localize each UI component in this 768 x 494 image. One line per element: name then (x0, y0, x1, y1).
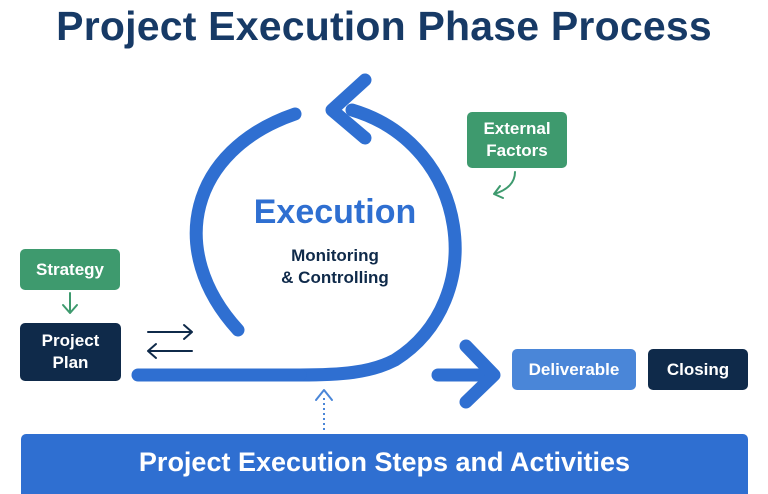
steps-banner: Project Execution Steps and Activities (21, 434, 748, 494)
deliverable-label: Deliverable (528, 359, 620, 379)
monitoring-line-2: & Controlling (281, 268, 389, 287)
closing-box: Closing (648, 349, 748, 390)
bidirectional-arrows-icon (147, 324, 193, 359)
deliverable-arrowhead (459, 339, 501, 409)
monitoring-line-1: Monitoring (291, 246, 379, 265)
execution-label: Execution (253, 193, 417, 231)
external-factors-box: External Factors (467, 112, 567, 168)
strategy-box: Strategy (20, 249, 120, 290)
strategy-label: Strategy (35, 259, 105, 279)
closing-label: Closing (666, 359, 730, 379)
steps-banner-label: Project Execution Steps and Activities (138, 447, 631, 477)
execution-cycle-arc (189, 107, 302, 337)
dotted-up-arrowhead (315, 389, 333, 401)
external-factors-arrow (493, 171, 516, 199)
cycle-arrowhead (325, 73, 372, 145)
project-plan-line-2: Plan (52, 353, 89, 372)
execution-cycle-arc-right (293, 103, 462, 382)
monitoring-label: Monitoring & Controlling (220, 245, 450, 289)
project-plan-line-1: Project (41, 331, 100, 350)
page-title: Project Execution Phase Process (56, 3, 712, 49)
deliverable-box: Deliverable (512, 349, 636, 390)
external-factors-line-1: External (483, 119, 551, 138)
project-plan-box: Project Plan (20, 323, 121, 381)
strategy-down-arrow (62, 292, 78, 314)
external-factors-line-2: Factors (486, 141, 548, 160)
